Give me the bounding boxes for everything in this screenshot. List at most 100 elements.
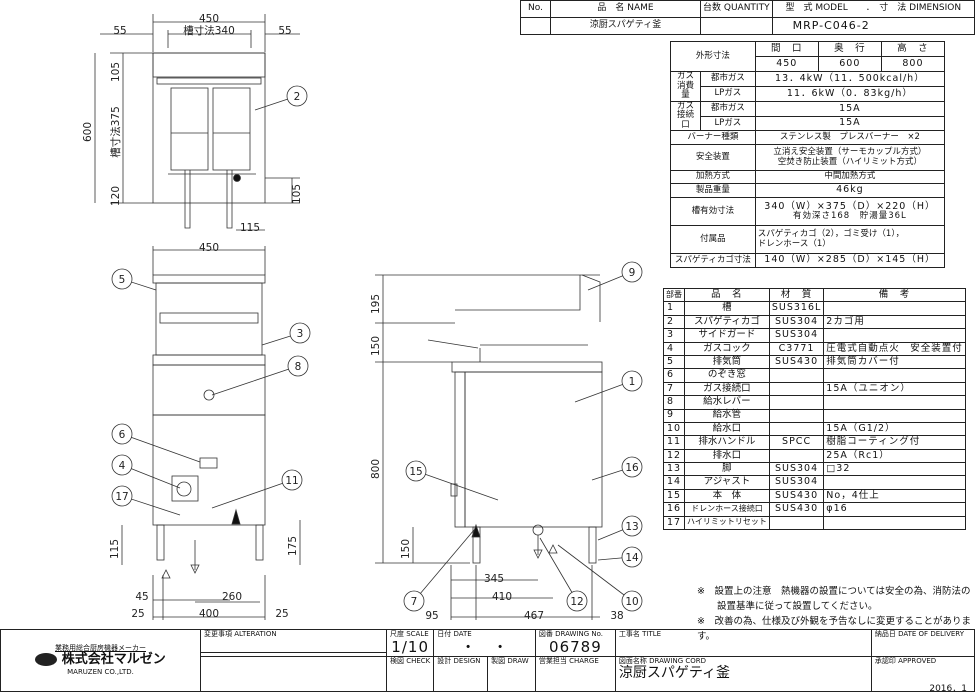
approved-label: 承認印 APPROVED [870, 656, 975, 693]
dimension-label: 120 [110, 186, 122, 206]
part-no: 11 [663, 435, 685, 450]
gas-use-label: ガス消費量 [670, 71, 701, 102]
title-block: 業務用総合厨房機器メーカー 株式会社マルゼン MARUZEN CO.,LTD. … [0, 628, 975, 693]
dimension-label: 600 [82, 122, 94, 142]
part-material [768, 515, 825, 531]
safety-1: 立消え安全装置（サーモカップル方式） [773, 147, 927, 158]
callout-circle [287, 355, 309, 377]
date-value: ・ ・ [460, 637, 509, 656]
callout-2: 2 [294, 91, 301, 103]
dimension-label: 345 [484, 573, 504, 585]
part-no: 14 [663, 475, 685, 490]
dimension-label: 槽寸法375 [109, 106, 122, 158]
draw-label: 製図 DRAW [487, 656, 536, 693]
dimension-label: 45 [135, 591, 148, 603]
revision-date: 2016．1 [929, 684, 967, 694]
callout-circle [111, 423, 133, 445]
callout-4: 4 [119, 460, 126, 472]
callout-circle [621, 370, 643, 392]
dimension-label: 175 [287, 536, 299, 556]
dimension-label: 38 [610, 610, 623, 622]
dimension-label: 55 [278, 25, 291, 37]
callout-12: 12 [570, 596, 583, 608]
callout-1: 1 [629, 376, 636, 388]
dimension-label: 105 [110, 62, 122, 82]
dimension-label: 410 [492, 591, 512, 603]
callout-16: 16 [625, 462, 639, 474]
dimension-label: 400 [199, 608, 219, 620]
dimension-label: 25 [275, 608, 288, 620]
note-1: ※ 設置上の注意 熱機器の設置については安全の為、消防法の [697, 586, 971, 597]
charge-label: 営業担当 CHARGE [534, 656, 616, 693]
front-view [121, 246, 301, 620]
design-label: 設計 DESIGN [433, 656, 489, 693]
note-1b: 設置基準に従って設置してください。 [717, 601, 878, 612]
safety-2: 空焚き防止装置（ハイリミット方式） [777, 156, 923, 167]
dimension-label: 800 [370, 459, 382, 479]
callout-6: 6 [119, 429, 126, 441]
part-remarks [823, 515, 966, 531]
delivery-label: 納品日 DATE OF DELIVERY [870, 628, 975, 658]
plan-view [94, 14, 300, 231]
dimension-label: 95 [425, 610, 438, 622]
callout-7: 7 [411, 596, 418, 608]
dimension-label: 260 [222, 591, 242, 603]
callout-circle [281, 469, 303, 491]
dimension-label: 467 [524, 610, 544, 622]
dimension-label: 115 [109, 539, 121, 559]
dimension-label: 450 [199, 242, 219, 254]
basket-label: スパゲティカゴ寸法 [670, 253, 756, 269]
callout-circle [111, 485, 133, 507]
callout-3: 3 [297, 328, 304, 340]
basket-value: 140（W）×285（D）×145（H） [754, 253, 946, 269]
callout-circle [111, 454, 133, 476]
callout-circle [566, 590, 588, 612]
callout-circle [289, 322, 311, 344]
company-en: MARUZEN CO.,LTD. [67, 667, 134, 676]
dimension-label: 450 [199, 13, 219, 25]
dimension-label: 195 [370, 294, 382, 314]
dimension-label: 105 [291, 184, 303, 204]
part-name: ハイリミットリセット [684, 515, 770, 531]
product-name: 涼厨スパゲティ釜 [550, 17, 701, 35]
drawing-no-label: 図番 DRAWING No. [538, 630, 603, 638]
callout-10: 10 [625, 596, 638, 608]
dimension-label: 槽寸法340 [183, 24, 235, 37]
date-label: 日付 DATE [437, 630, 472, 638]
callout-circle [621, 261, 643, 283]
callout-13: 13 [625, 521, 638, 533]
callout-8: 8 [295, 361, 302, 373]
drawing-no: 06789 [549, 637, 602, 656]
callout-11: 11 [285, 475, 298, 487]
tank-2: 有効深さ168 貯湯量36L [792, 211, 907, 222]
part-no: 17 [663, 515, 685, 531]
maker-logo: 業務用総合厨房機器メーカー 株式会社マルゼン MARUZEN CO.,LTD. [0, 628, 201, 693]
callout-circle [405, 460, 427, 482]
cord-label: 図面名称 DRAWING CORD [618, 657, 707, 666]
scale-value: 1/10 [391, 637, 429, 656]
callout-17: 17 [115, 491, 128, 503]
conn-city: 15A [754, 101, 946, 117]
dimension-label: 25 [131, 608, 144, 620]
check-label: 検図 CHECK [385, 656, 435, 693]
drawing-cord: 涼厨スパゲティ釜 [618, 664, 731, 681]
callout-circle [621, 546, 643, 568]
callout-circle [621, 456, 643, 478]
callout-5: 5 [119, 274, 126, 286]
outer-label: 外形寸法 [670, 41, 756, 72]
callout-circle [111, 268, 133, 290]
model-value: MRP-C046-2 [771, 17, 975, 35]
callout-14: 14 [625, 552, 639, 564]
